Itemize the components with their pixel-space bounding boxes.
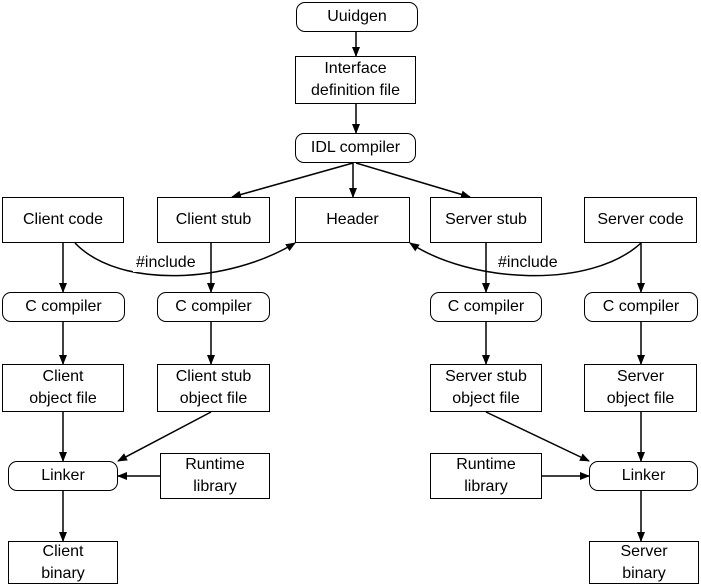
node-uuidgen: Uuidgen — [296, 2, 418, 32]
node-label-line: Interface — [324, 60, 387, 77]
node-label-line: C compiler — [25, 298, 102, 315]
edge-server-code-include-header — [409, 242, 642, 277]
node-label-line: Server stub — [445, 368, 527, 385]
node-server-obj: Server object file — [584, 364, 697, 412]
node-linker-client: Linker — [8, 461, 118, 491]
node-label-line: C compiler — [447, 298, 525, 315]
node-server-binary: Server binary — [589, 541, 699, 584]
node-label-line: Runtime — [456, 456, 516, 473]
node-label-line: definition file — [311, 82, 400, 99]
node-c-compiler-3: C compiler — [430, 292, 542, 322]
node-label-line: library — [193, 478, 237, 495]
node-label-line: Linker — [41, 467, 85, 484]
node-label-line: C compiler — [602, 298, 680, 315]
node-runtime-right: Runtime library — [430, 453, 542, 499]
node-label-line: Runtime — [185, 456, 245, 473]
node-label-line: Client stub — [175, 211, 252, 228]
node-label-line: library — [464, 478, 508, 495]
node-header: Header — [295, 197, 410, 243]
node-label-line: binary — [41, 564, 85, 582]
node-client-stub-obj: Client stub object file — [157, 364, 270, 412]
node-label-line: Header — [326, 211, 379, 228]
node-label-line: Linker — [621, 467, 666, 484]
node-server-code: Server code — [584, 197, 697, 243]
node-label-line: Client code — [22, 211, 104, 228]
include-label-left: #include — [133, 254, 199, 272]
node-label-line: Server — [616, 368, 665, 385]
edge-client-code-include-header — [74, 242, 296, 277]
node-linker-server: Linker — [589, 461, 698, 491]
node-client-obj: Client object file — [2, 364, 124, 412]
node-client-stub: Client stub — [157, 197, 270, 243]
node-label-line: Uuidgen — [327, 8, 387, 25]
edge-server-stub-obj-to-linker — [485, 411, 590, 462]
node-client-code: Client code — [2, 197, 124, 243]
node-runtime-left: Runtime library — [160, 453, 270, 499]
node-server-stub: Server stub — [430, 197, 542, 243]
node-label-line: Server — [620, 542, 668, 560]
node-label-line: Server code — [597, 211, 684, 228]
node-server-stub-obj: Server stub object file — [430, 364, 542, 412]
node-label-line: object file — [29, 390, 97, 407]
node-idl-file: Interface definition file — [295, 56, 416, 104]
node-client-binary: Client binary — [8, 541, 118, 584]
edge-idl-compiler-to-client-stub — [231, 162, 354, 199]
node-label-line: Client — [42, 542, 84, 560]
node-label-line: object file — [179, 390, 248, 407]
node-label-line: object file — [606, 390, 675, 407]
edge-idl-compiler-to-server-stub — [355, 162, 471, 199]
node-label-line: Client — [42, 368, 84, 385]
node-label-line: IDL compiler — [310, 139, 401, 156]
include-label-right: #include — [495, 254, 561, 272]
node-label-line: Server stub — [445, 211, 527, 228]
node-c-compiler-2: C compiler — [157, 292, 270, 322]
node-idl-compiler: IDL compiler — [295, 133, 416, 163]
node-label-line: C compiler — [175, 298, 252, 315]
node-label-line: object file — [452, 390, 520, 407]
node-label-line: binary — [622, 564, 666, 582]
node-c-compiler-1: C compiler — [2, 292, 125, 322]
node-label-line: Client stub — [175, 368, 252, 385]
edge-client-stub-obj-to-linker — [117, 411, 212, 462]
node-c-compiler-4: C compiler — [584, 292, 698, 322]
